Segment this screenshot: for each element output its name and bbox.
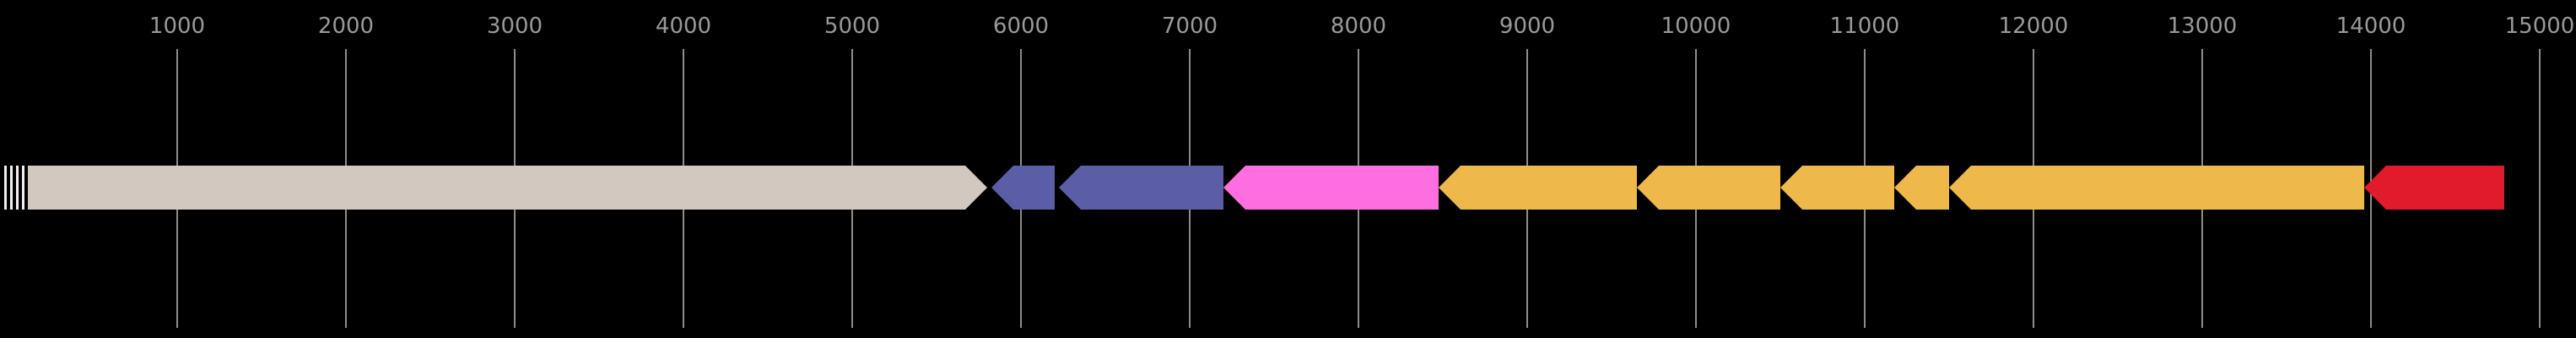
feature-shape <box>1439 166 1637 210</box>
feature-arrow[interactable] <box>1637 166 1780 210</box>
axis-tick-label: 10000 <box>1661 14 1731 39</box>
axis-tick-label: 8000 <box>1330 14 1387 39</box>
stripe-bar <box>13 166 16 210</box>
feature-arrow[interactable] <box>1059 166 1223 210</box>
feature-arrow[interactable] <box>1223 166 1439 210</box>
feature-arrow[interactable] <box>2364 166 2504 210</box>
axis-tick-label: 15000 <box>2504 14 2575 39</box>
axis-tick-label: 2000 <box>317 14 375 39</box>
feature-shape <box>2364 166 2504 210</box>
feature-track[interactable] <box>0 166 2576 210</box>
feature-arrow[interactable] <box>1439 166 1637 210</box>
axis-tick-label: 9000 <box>1499 14 1556 39</box>
axis-tick-label: 13000 <box>2167 14 2238 39</box>
feature-arrow[interactable] <box>1894 166 1949 210</box>
axis-tick-label: 6000 <box>992 14 1050 39</box>
axis-tick-label: 3000 <box>486 14 543 39</box>
stripe-bar <box>24 166 28 210</box>
feature-arrow[interactable] <box>1949 166 2364 210</box>
axis-tick-label: 5000 <box>824 14 881 39</box>
feature-arrow[interactable] <box>8 166 987 210</box>
feature-shape <box>1780 166 1894 210</box>
axis-tick-label: 14000 <box>2336 14 2406 39</box>
feature-shape <box>8 166 987 210</box>
coordinate-axis: 1000 2000 3000 4000 5000 6000 7000 8000 9000 1000… <box>0 0 2576 51</box>
feature-shape <box>1637 166 1780 210</box>
axis-tick-label: 12000 <box>1998 14 2069 39</box>
axis-tick-label: 1000 <box>149 14 206 39</box>
feature-shape <box>991 166 1055 210</box>
gridline <box>2539 49 2541 328</box>
axis-tick-label: 7000 <box>1161 14 1218 39</box>
feature-shape <box>1894 166 1949 210</box>
feature-arrow[interactable] <box>991 166 1055 210</box>
axis-tick-label: 4000 <box>655 14 712 39</box>
stripe-bar <box>7 166 10 210</box>
feature-shape <box>1059 166 1223 210</box>
stripe-bar <box>19 166 22 210</box>
axis-tick-label: 11000 <box>1829 14 1900 39</box>
feature-shape <box>1223 166 1439 210</box>
feature-arrow[interactable] <box>1780 166 1894 210</box>
feature-shape <box>1949 166 2364 210</box>
truncation-stripe-cap-icon <box>4 166 28 210</box>
